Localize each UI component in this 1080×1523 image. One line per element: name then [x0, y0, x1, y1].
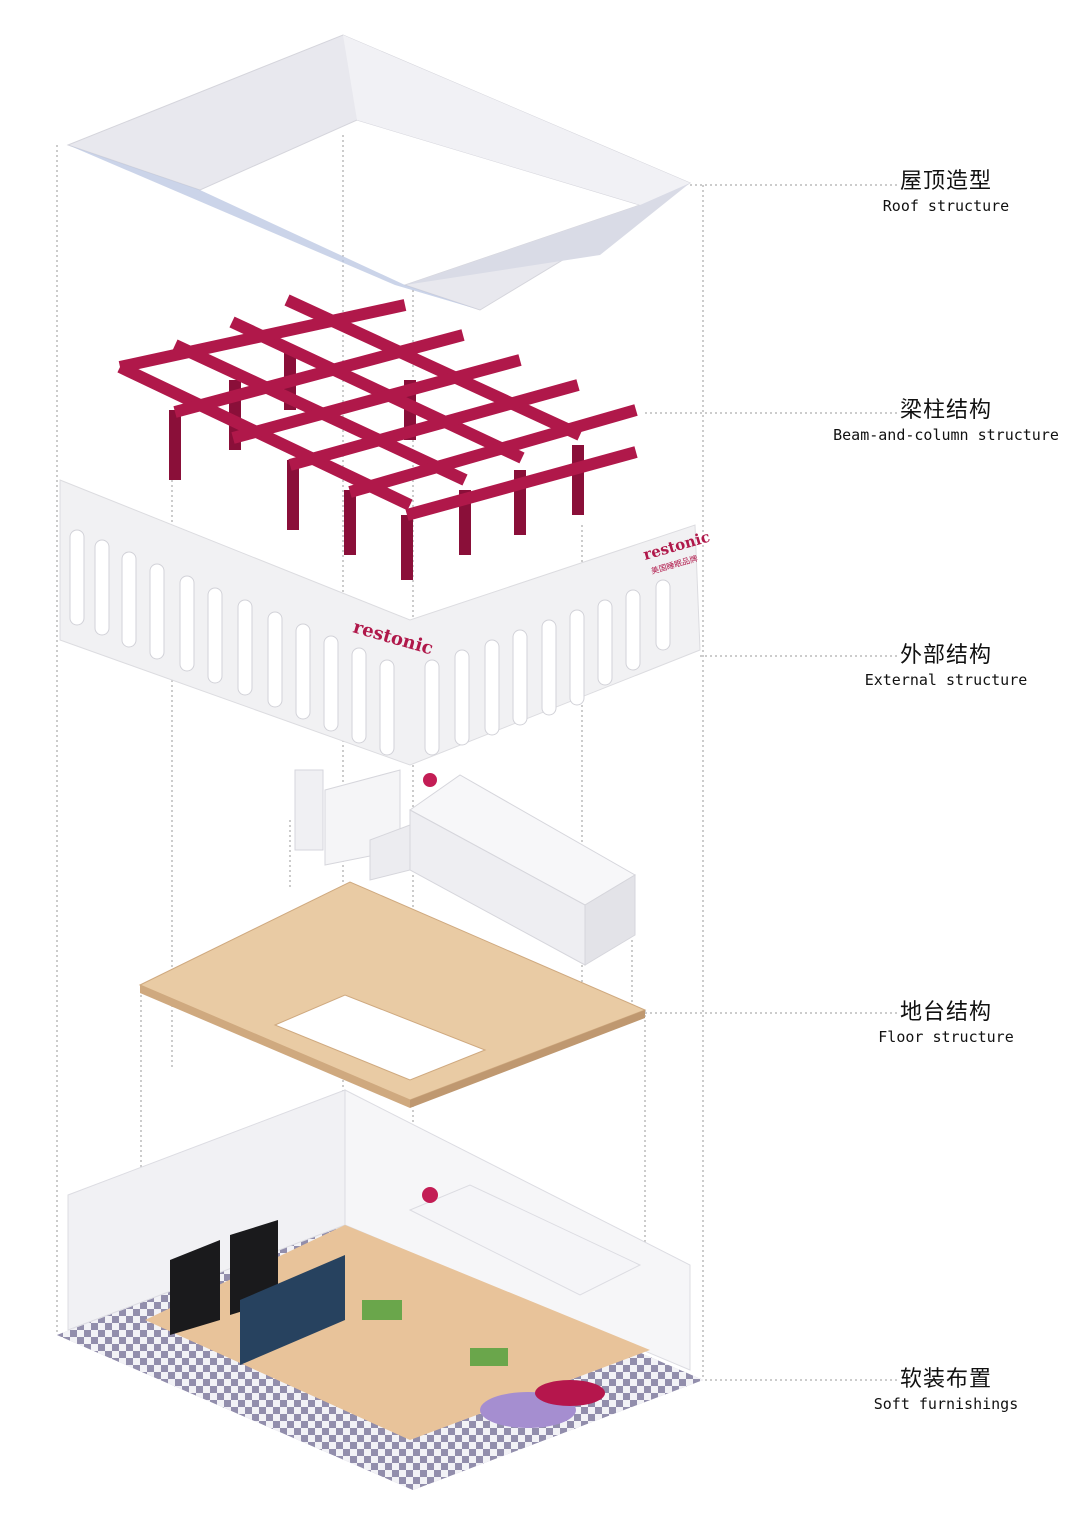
- roof-layer: [66, 34, 692, 311]
- label-leaders: [645, 184, 900, 1381]
- interior-partitions-layer: [294, 769, 636, 966]
- beam-column-layer: [117, 294, 638, 580]
- external-structure-layer: restonic restonic 美国睡眠品牌: [59, 479, 712, 766]
- soft-furnishings-layer: [57, 1089, 703, 1490]
- floor-structure-layer: [138, 881, 647, 1108]
